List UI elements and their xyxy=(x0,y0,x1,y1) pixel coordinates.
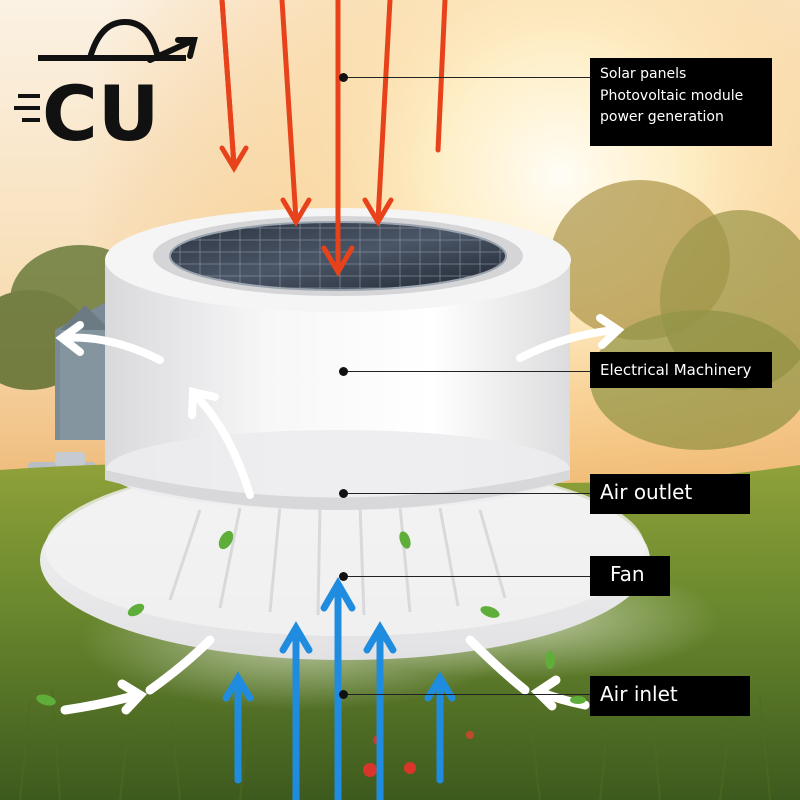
fan-label-text: Fan xyxy=(610,562,645,586)
dot-air-outlet xyxy=(339,489,348,498)
leader-solar xyxy=(344,77,590,78)
dot-solar xyxy=(339,73,348,82)
air-inlet-arrows xyxy=(222,577,456,800)
sunlight-arrows xyxy=(219,0,448,277)
air-outlet-label: Air outlet xyxy=(590,474,750,514)
air-inlet-label-text: Air inlet xyxy=(600,682,678,706)
logo: CU xyxy=(14,18,198,158)
machinery-label: Electrical Machinery xyxy=(590,352,772,388)
air-out-arrows xyxy=(55,314,625,499)
solar-panel-label: Solar panels Photovoltaic module power g… xyxy=(590,58,772,146)
leader-fan xyxy=(344,576,590,577)
leaves xyxy=(36,530,586,706)
machinery-label-text: Electrical Machinery xyxy=(600,361,752,379)
solar-label-line1: Solar panels xyxy=(600,66,687,82)
leader-air-inlet xyxy=(344,694,590,695)
dot-fan xyxy=(339,572,348,581)
solar-label-line2: Photovoltaic module xyxy=(600,87,744,104)
fan-label: Fan xyxy=(590,556,670,596)
air-in-arrows xyxy=(60,635,590,715)
air-inlet-label: Air inlet xyxy=(590,676,750,716)
solar-label-line3: power generation xyxy=(600,109,724,126)
flowers xyxy=(363,731,474,777)
vent-product xyxy=(40,208,650,660)
leader-machinery xyxy=(344,371,590,372)
dot-air-inlet xyxy=(339,690,348,699)
dot-machinery xyxy=(339,367,348,376)
air-outlet-label-text: Air outlet xyxy=(600,480,693,504)
leader-air-outlet xyxy=(344,493,590,494)
logo-text: CU xyxy=(42,69,160,158)
